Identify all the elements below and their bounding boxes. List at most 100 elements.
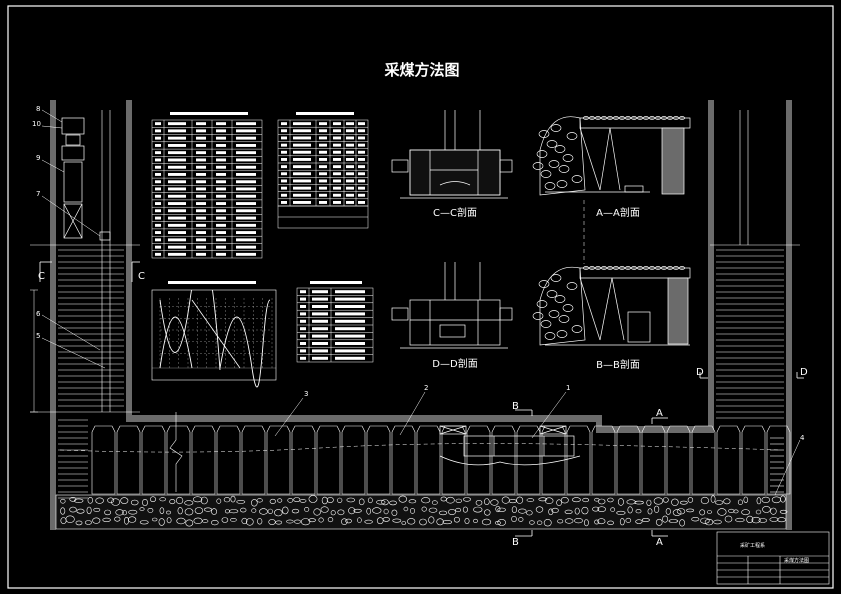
support-pillar — [566, 425, 591, 495]
rubble-stone — [177, 507, 183, 515]
rubble-stone — [557, 519, 564, 524]
support-pillar — [666, 425, 691, 495]
rubble-stone — [741, 509, 750, 516]
table-cell-text — [155, 209, 161, 213]
table-cell-text — [236, 144, 256, 147]
rubble-stone — [490, 499, 499, 506]
rubble-stone — [724, 515, 733, 523]
table-cell-text — [168, 136, 186, 140]
table-cell-text — [319, 129, 327, 133]
table-cell-text — [168, 187, 186, 191]
table-cell-text — [333, 165, 341, 169]
rubble-stone — [408, 499, 417, 504]
rubble-stone — [230, 518, 237, 522]
rubble-stone — [560, 497, 569, 504]
marker-d-right: D — [800, 367, 808, 378]
roof-rock — [679, 266, 685, 270]
rubble-stone — [176, 496, 184, 505]
table-cell-text — [168, 238, 186, 242]
rubble-stone — [120, 497, 129, 504]
rubble-stone — [564, 509, 573, 515]
table-cell-text — [216, 216, 226, 220]
rubble-stone — [313, 508, 321, 516]
roof-rock — [643, 266, 649, 270]
rubble-stone — [607, 520, 614, 525]
rubble-stone — [389, 500, 397, 506]
rubble-stone — [299, 499, 307, 503]
table-cell-text — [196, 158, 206, 162]
rubble-stone — [128, 516, 137, 523]
rubble-stone — [357, 517, 362, 523]
rubble-stone — [473, 506, 483, 513]
rubble-stone — [381, 499, 389, 506]
table-cell-text — [196, 231, 206, 234]
rubble-stone — [647, 508, 653, 515]
rubble-stone — [655, 518, 663, 526]
rubble-stone — [86, 506, 92, 515]
rubble-stone — [641, 517, 650, 522]
rubble-stone — [287, 498, 294, 503]
rock — [532, 162, 544, 170]
rubble-stone — [192, 496, 203, 503]
rubble-stone — [114, 516, 121, 522]
table-cell-text — [293, 136, 311, 140]
table-cell-text — [196, 180, 206, 184]
table-cell-text — [196, 129, 206, 133]
rubble-stone — [594, 519, 600, 525]
table-cell-text — [155, 136, 161, 140]
table-cell-text — [335, 334, 365, 338]
face-line — [59, 443, 781, 453]
rubble-stone — [76, 508, 85, 514]
table-cell-text — [335, 356, 365, 360]
table-cell-text — [196, 202, 206, 205]
table-cell-text — [300, 297, 306, 301]
section-aa-label: A—A剖面 — [596, 206, 640, 219]
table-cell-text — [216, 194, 226, 198]
rubble-stone — [60, 507, 66, 515]
table-cell-text — [216, 245, 226, 249]
table-cell-text — [236, 238, 256, 242]
rock — [544, 182, 556, 190]
table-cell-text — [319, 186, 327, 190]
label-6: 6 — [36, 310, 41, 318]
rubble-stone — [544, 497, 554, 505]
rubble-stone — [495, 505, 501, 513]
table-cell-text — [346, 158, 354, 161]
rock — [538, 280, 550, 288]
rubble-stone — [166, 510, 172, 515]
rubble-stone — [646, 499, 652, 506]
rubble-stone — [462, 497, 471, 502]
rubble-stone — [184, 500, 194, 506]
rubble-stone — [115, 509, 124, 516]
section-bb — [532, 266, 691, 346]
rock — [548, 310, 560, 318]
table-cell-text — [236, 136, 256, 140]
section-dd-label: D—D剖面 — [432, 357, 477, 370]
rubble-stone — [330, 510, 336, 516]
table-cell-text — [319, 150, 327, 154]
titleblock-name: 采煤方法图 — [784, 557, 809, 564]
table-cell-text — [196, 151, 206, 155]
rubble-stone — [529, 520, 535, 525]
rock — [562, 304, 574, 312]
rubble-stone — [277, 498, 283, 503]
rubble-stone — [769, 517, 779, 522]
rubble-stone — [291, 508, 300, 514]
table-cell-text — [312, 290, 328, 294]
roof-rock — [667, 266, 673, 270]
rubble-stone — [714, 500, 724, 505]
roof-rock — [613, 266, 619, 270]
table-cell-text — [319, 172, 327, 176]
rubble-stone — [686, 508, 695, 513]
table-cell-text — [346, 150, 354, 154]
rubble-stone — [158, 518, 165, 526]
rubble-stone — [668, 519, 679, 523]
table-cell-text — [293, 150, 311, 154]
support-row — [91, 425, 791, 495]
rubble-stone — [364, 519, 373, 524]
rubble-stone — [367, 497, 373, 504]
table-cell-text — [358, 129, 365, 133]
table-cell-text — [216, 122, 226, 126]
table-cell-text — [319, 136, 327, 140]
rock — [554, 145, 566, 153]
